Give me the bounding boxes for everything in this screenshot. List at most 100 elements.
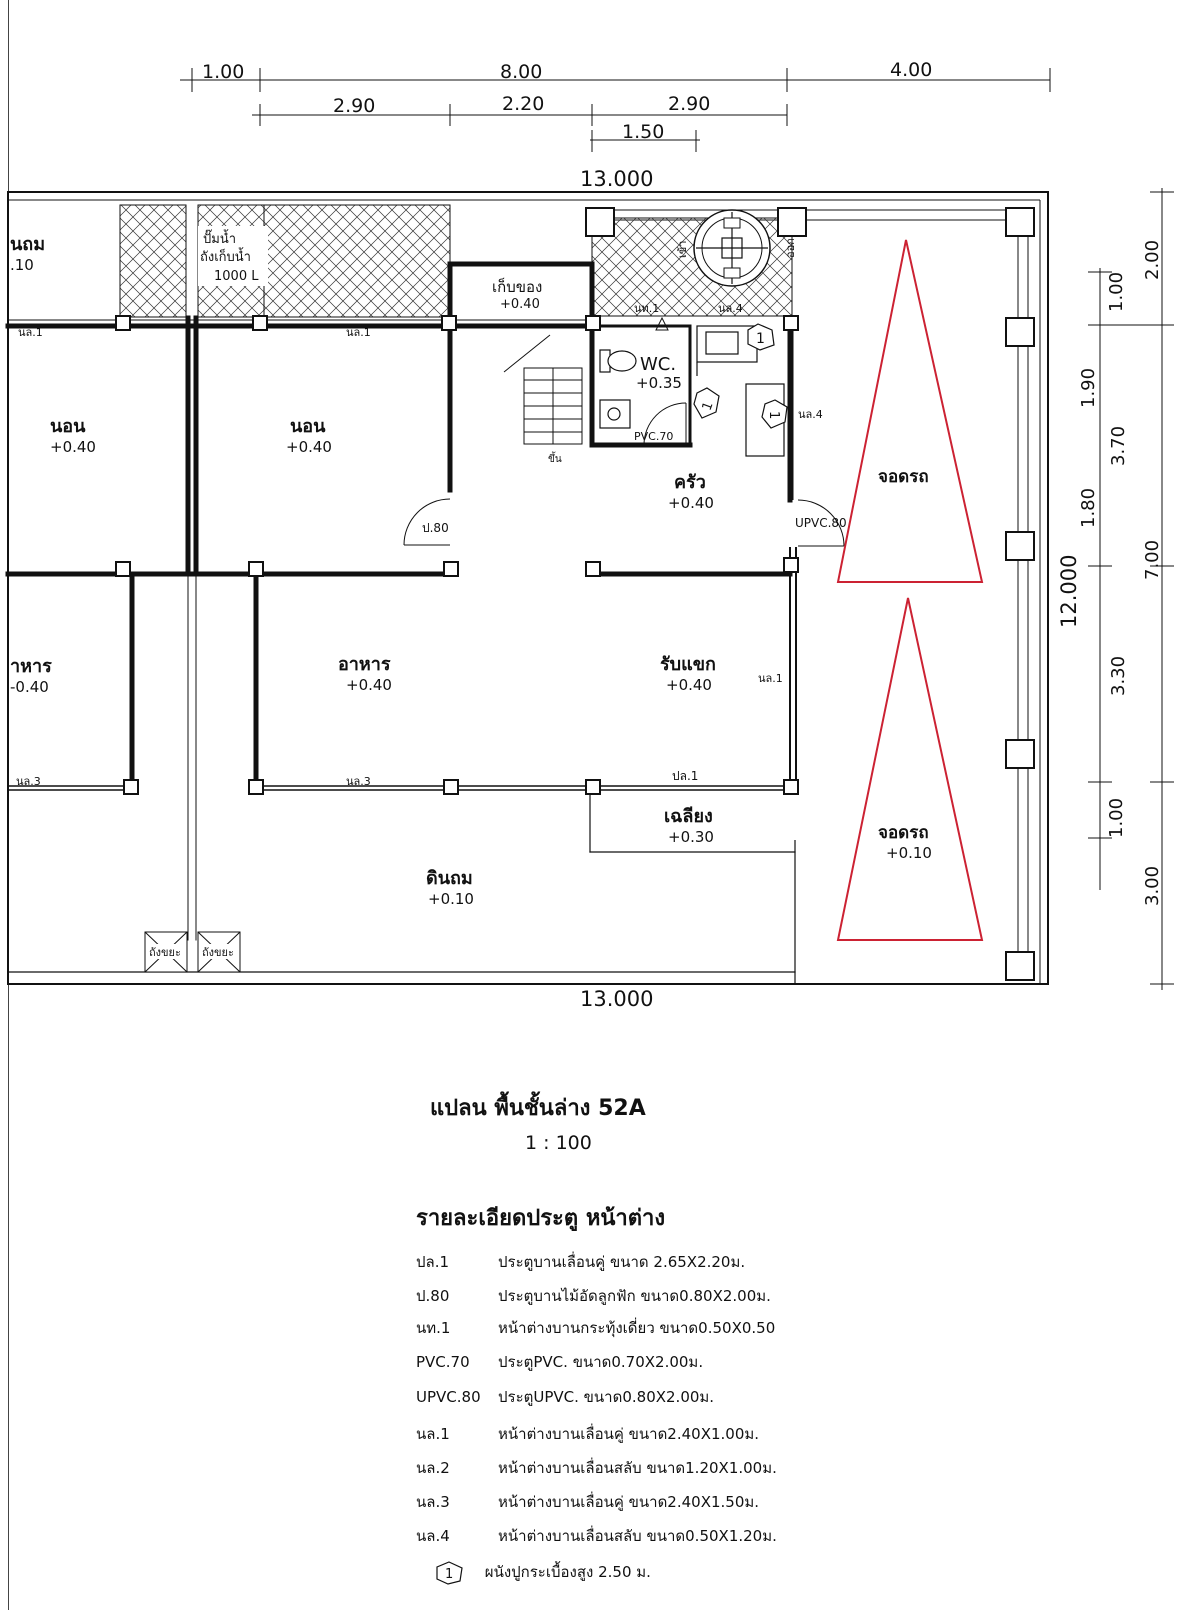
dim-side-4: 3.30 (1108, 656, 1129, 696)
dim-outer-4: 3.00 (1142, 866, 1163, 906)
dining-level: +0.40 (346, 676, 392, 694)
right-dimension-lines (1088, 188, 1174, 990)
dim-side-1: 1.00 (1106, 272, 1127, 312)
dim-mid-1: 2.90 (333, 95, 375, 117)
tag-pvc70: PVC.70 (634, 430, 673, 443)
plan-scale: 1 : 100 (525, 1132, 592, 1154)
tile-note: ผนังปูกระเบื้องสูง 2.50 ม. (484, 1563, 651, 1581)
dim-overall-bottom: 13.000 (580, 987, 653, 1011)
dim-top-3: 4.00 (890, 59, 932, 81)
pump-label-3: 1000 L (214, 269, 259, 284)
tag-nl3-a: นล.3 (16, 775, 41, 788)
parking2-level: +0.10 (886, 844, 932, 862)
tile-markers (693, 323, 788, 429)
porch-level: +0.30 (668, 828, 714, 846)
dim-mid-2: 2.20 (502, 93, 544, 115)
dim-top-1: 1.00 (202, 61, 244, 83)
schedule-desc: ประตูบานเลื่อนคู่ ขนาด 2.65X2.20ม. (498, 1253, 746, 1271)
dim-small: 1.50 (622, 121, 664, 143)
dining-partial-level: -0.40 (10, 678, 49, 696)
schedule-row: นล.4 หน้าต่างบานเลื่อนสลับ ขนาด0.50X1.20ม… (416, 1524, 777, 1548)
dim-mid-3: 2.90 (668, 93, 710, 115)
schedule-code: นล.3 (416, 1493, 450, 1511)
schedule-code: UPVC.80 (416, 1388, 481, 1406)
parking1-name: จอดรถ (878, 467, 929, 487)
ground-level: +0.10 (428, 890, 474, 908)
bedroom1-level: +0.40 (50, 438, 96, 456)
site-boundary (7, 191, 1049, 985)
wc-name: WC. (640, 354, 676, 375)
top-dimension-lines (180, 68, 1051, 152)
living-level: +0.40 (666, 676, 712, 694)
dining-name: อาหาร (338, 654, 391, 675)
tile-hexagon-icon: 1 (436, 1560, 463, 1585)
parking2-name: จอดรถ (878, 823, 929, 843)
dining-partial-name: าหาร (10, 656, 52, 677)
kitchen-level: +0.40 (668, 494, 714, 512)
dim-outer-1: 2.00 (1142, 240, 1163, 280)
stair (503, 334, 583, 445)
living-name: รับแขก (660, 654, 716, 675)
tag-p80: ป.80 (422, 521, 449, 535)
storage-name: เก็บของ (492, 277, 542, 296)
dim-outer-2: 3.70 (1108, 426, 1129, 466)
walls (5, 261, 797, 973)
wc-level: +0.35 (636, 374, 682, 392)
bedroom1-name: นอน (50, 416, 86, 437)
pump-label-1: ปั๊มน้ำ (203, 229, 236, 247)
dim-side-5: 1.00 (1106, 798, 1127, 838)
tile-marker-3: 1 (766, 411, 781, 419)
schedule-row: UPVC.80 ประตูUPVC. ขนาด0.80X2.00ม. (416, 1385, 714, 1409)
tag-upvc80: UPVC.80 (795, 516, 847, 530)
schedule-code: นล.2 (416, 1459, 450, 1477)
plan-title: แปลน พื้นชั้นล่าง 52A (430, 1096, 646, 1121)
tag-nl1-b: นล.1 (346, 326, 371, 339)
water-tank-icon (693, 209, 771, 287)
tank-in-label: เข้า (676, 241, 689, 258)
stair-up-label: ขึ้น (548, 451, 562, 465)
tag-nt1: นท.1 (634, 302, 659, 315)
bin2-label: ถังขยะ (202, 946, 234, 959)
tag-nl1-c: นล.1 (758, 672, 783, 685)
bin2-label-bg (201, 944, 239, 959)
schedule-code: นล.4 (416, 1527, 450, 1545)
tag-pl1: ปล.1 (672, 769, 698, 783)
tag-nl3-b: นล.3 (346, 775, 371, 788)
pump-label-box (198, 226, 268, 286)
porch-name: เฉลียง (664, 806, 713, 827)
bin1-label-bg (148, 944, 186, 959)
dim-overall-top: 13.000 (580, 167, 653, 191)
dim-overall-side: 12.000 (1057, 555, 1081, 628)
schedule-desc: ประตูUPVC. ขนาด0.80X2.00ม. (498, 1388, 715, 1406)
dim-side-3: 1.80 (1078, 488, 1099, 528)
tag-nl1-a: นล.1 (18, 326, 43, 339)
tile-note-row: 1 ผนังปูกระเบื้องสูง 2.50 ม. (434, 1560, 651, 1585)
schedule-code: นท.1 (416, 1319, 451, 1337)
left-partial-name: นถม (10, 234, 45, 255)
left-partial-level: .10 (10, 256, 34, 274)
ground-name: ดินถม (426, 868, 473, 889)
dim-outer-3: 7.00 (1142, 540, 1163, 580)
parking-triangles (836, 239, 984, 941)
schedule-title: รายละเอียดประตู หน้าต่าง (416, 1206, 666, 1231)
tile-marker-1: 1 (756, 331, 765, 347)
tag-nl4-b: นล.4 (798, 408, 823, 421)
schedule-code: ป.80 (416, 1287, 450, 1305)
schedule-desc: หน้าต่างบานเลื่อนสลับ ขนาด0.50X1.20ม. (498, 1527, 777, 1545)
tank-out-label: ออก (784, 238, 797, 258)
floor-plan: 1.00 8.00 4.00 2.90 2.20 2.90 1.50 13.00… (5, 59, 1174, 1011)
columns (115, 207, 1035, 981)
schedule-desc: หน้าต่างบานเลื่อนสลับ ขนาด1.20X1.00ม. (498, 1459, 777, 1477)
schedule-code: PVC.70 (416, 1353, 470, 1371)
pump-label-2: ถังเก็บน้ำ (200, 247, 251, 265)
bedroom2-level: +0.40 (286, 438, 332, 456)
tile-symbol: 1 (445, 1567, 453, 1582)
dim-side-2: 1.90 (1078, 368, 1099, 408)
schedule-desc: หน้าต่างบานกระทุ้งเดี่ยว ขนาด0.50X0.50 (498, 1319, 776, 1337)
dim-top-2: 8.00 (500, 61, 542, 83)
schedule-code: นล.1 (416, 1425, 450, 1443)
